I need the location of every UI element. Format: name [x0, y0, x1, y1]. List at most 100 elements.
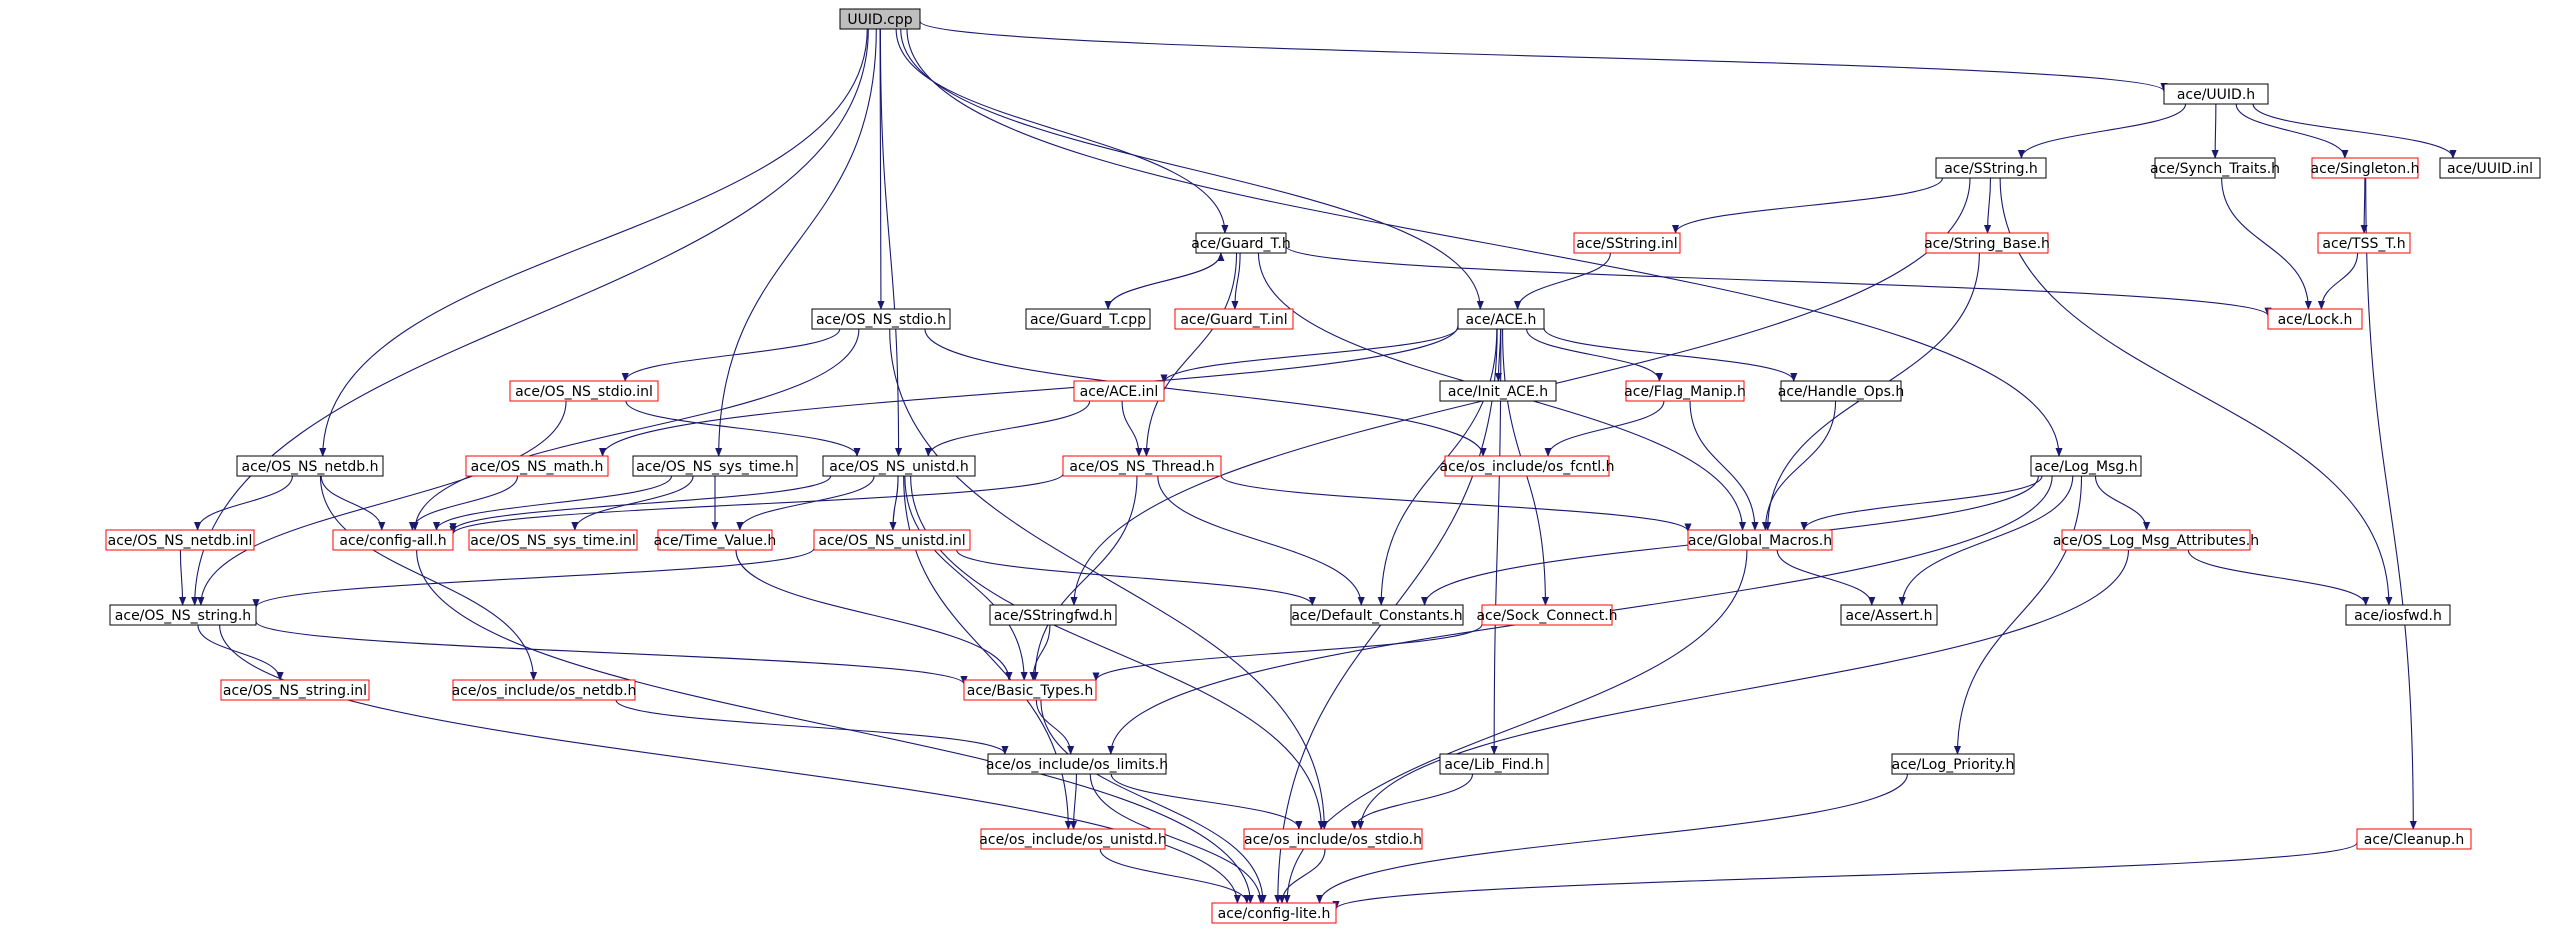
node-label: ace/Flag_Manip.h	[1624, 384, 1746, 400]
node-basic-types[interactable]: ace/Basic_Types.h	[963, 679, 1097, 701]
dependency-edge-os_netdb-to-os_limits	[615, 699, 1009, 755]
dependency-edge-os_ns_netdb_h-to-config_all	[320, 475, 386, 531]
node-handle-ops[interactable]: ace/Handle_Ops.h	[1778, 380, 1905, 402]
node-log-msg[interactable]: ace/Log_Msg.h	[2030, 455, 2142, 477]
node-os-fcntl[interactable]: ace/os_include/os_fcntl.h	[1440, 455, 1615, 477]
node-os-ns-netdb-inl[interactable]: ace/OS_NS_netdb.inl	[105, 529, 255, 551]
dependency-edge-os_ns_unistd_h-to-os_unistd	[903, 475, 1072, 830]
node-ace-inl[interactable]: ace/ACE.inl	[1073, 380, 1165, 402]
node-box	[963, 679, 1097, 701]
node-os-log-msg-attr[interactable]: ace/OS_Log_Msg_Attributes.h	[2053, 529, 2259, 551]
node-box	[1211, 902, 1337, 924]
node-box	[2154, 157, 2276, 179]
node-box	[2030, 455, 2142, 477]
node-box	[2061, 529, 2251, 551]
node-time-value[interactable]: ace/Time_Value.h	[654, 529, 777, 551]
node-assert-h[interactable]: ace/Assert.h	[1840, 604, 1938, 626]
node-cleanup[interactable]: ace/Cleanup.h	[2356, 828, 2472, 850]
dependency-edge-os_ns_unistd_h-to-os_stdio	[910, 475, 1325, 830]
node-label: ace/Guard_T.h	[1191, 236, 1291, 252]
node-singleton[interactable]: ace/Singleton.h	[2311, 157, 2420, 179]
node-box	[109, 604, 257, 626]
node-label: ace/Log_Priority.h	[1892, 757, 2015, 773]
node-label: ace/Time_Value.h	[654, 533, 777, 549]
dependency-edge-os_ns_unistd_h-to-time_value	[736, 475, 875, 531]
dependency-edge-log_msg-to-log_priority	[1953, 475, 2083, 755]
node-os-ns-unistd-h[interactable]: ace/OS_NS_unistd.h	[822, 455, 976, 477]
node-os-ns-unistd-inl[interactable]: ace/OS_NS_unistd.inl	[813, 529, 971, 551]
node-label: ace/config-all.h	[339, 533, 446, 549]
node-sstring-h[interactable]: ace/SString.h	[1935, 157, 2047, 179]
node-init-ace[interactable]: ace/Init_ACE.h	[1439, 380, 1557, 402]
node-uuid-cpp[interactable]: UUID.cpp	[839, 8, 921, 30]
node-box	[980, 828, 1166, 850]
node-label: ace/OS_NS_math.h	[471, 459, 604, 475]
node-ace-h[interactable]: ace/ACE.h	[1457, 308, 1545, 330]
dependency-edge-config_all-to-config_lite	[416, 549, 1254, 904]
dependency-edge-sstring_inl-to-ace_h	[1514, 252, 1611, 310]
node-global-macros[interactable]: ace/Global_Macros.h	[1687, 529, 1833, 551]
node-label: UUID.cpp	[847, 12, 912, 28]
dependency-edge-guard_t_h-to-os_ns_thread	[1142, 252, 1238, 457]
node-label: ace/config-lite.h	[1218, 906, 1331, 922]
node-box	[657, 529, 773, 551]
node-os-limits[interactable]: ace/os_include/os_limits.h	[986, 753, 1168, 775]
node-os-ns-sys-time-h[interactable]: ace/OS_NS_sys_time.h	[632, 455, 798, 477]
node-guard-t-cpp[interactable]: ace/Guard_T.cpp	[1025, 308, 1151, 330]
node-log-priority[interactable]: ace/Log_Priority.h	[1891, 753, 2015, 775]
node-lock-h[interactable]: ace/Lock.h	[2267, 308, 2363, 330]
node-box	[2439, 157, 2541, 179]
dependency-edge-uuid_cpp-to-os_ns_stdio_h	[877, 28, 885, 310]
node-os-unistd[interactable]: ace/os_include/os_unistd.h	[979, 828, 1167, 850]
node-iosfwd[interactable]: ace/iosfwd.h	[2345, 604, 2451, 626]
node-os-netdb[interactable]: ace/os_include/os_netdb.h	[452, 679, 637, 701]
node-box	[1439, 380, 1557, 402]
node-os-ns-math[interactable]: ace/OS_NS_math.h	[465, 455, 609, 477]
dependency-edge-sstring_h-to-string_base	[1983, 177, 1992, 234]
node-config-all[interactable]: ace/config-all.h	[332, 529, 454, 551]
node-tss-t[interactable]: ace/TSS_T.h	[2317, 232, 2411, 254]
node-label: ace/SStringfwd.h	[994, 608, 1113, 624]
node-label: ace/OS_NS_sys_time.inl	[470, 533, 635, 549]
node-os-ns-sys-time-inl[interactable]: ace/OS_NS_sys_time.inl	[468, 529, 638, 551]
node-label: ace/Default_Constants.h	[1291, 608, 1462, 624]
node-os-ns-stdio-inl[interactable]: ace/OS_NS_stdio.inl	[509, 380, 659, 402]
node-default-constants[interactable]: ace/Default_Constants.h	[1290, 604, 1464, 626]
dependency-edge-global_macros-to-assert_h	[1776, 549, 1876, 606]
node-os-stdio[interactable]: ace/os_include/os_stdio.h	[1243, 828, 1423, 850]
node-box	[236, 455, 384, 477]
dependency-edge-os_ns_stdio_h-to-config_all	[411, 328, 860, 531]
node-sstring-inl[interactable]: ace/SString.inl	[1573, 232, 1681, 254]
dependency-edge-ace_inl-to-os_ns_unistd_h	[924, 400, 1091, 457]
node-flag-manip[interactable]: ace/Flag_Manip.h	[1624, 380, 1746, 402]
node-box	[220, 679, 370, 701]
node-os-ns-string-h[interactable]: ace/OS_NS_string.h	[109, 604, 257, 626]
node-os-ns-string-inl[interactable]: ace/OS_NS_string.inl	[220, 679, 370, 701]
node-string-base[interactable]: ace/String_Base.h	[1924, 232, 2050, 254]
node-os-ns-thread[interactable]: ace/OS_NS_Thread.h	[1062, 455, 1222, 477]
dependency-edge-flag_manip-to-global_macros	[1689, 400, 1759, 531]
node-box	[811, 308, 951, 330]
node-os-ns-stdio-h[interactable]: ace/OS_NS_stdio.h	[811, 308, 951, 330]
node-label: ace/OS_NS_netdb.h	[242, 459, 379, 475]
node-sock-connect[interactable]: ace/Sock_Connect.h	[1476, 604, 1618, 626]
node-config-lite[interactable]: ace/config-lite.h	[1211, 902, 1337, 924]
node-box	[839, 8, 921, 30]
node-guard-t-h[interactable]: ace/Guard_T.h	[1191, 232, 1291, 254]
node-box	[1573, 232, 1681, 254]
node-os-ns-netdb-h[interactable]: ace/OS_NS_netdb.h	[236, 455, 384, 477]
node-lib-find[interactable]: ace/Lib_Find.h	[1439, 753, 1549, 775]
node-sstringfwd[interactable]: ace/SStringfwd.h	[989, 604, 1117, 626]
node-label: ace/UUID.h	[2177, 87, 2255, 103]
dependency-edge-os_ns_thread-to-default_constants	[1157, 475, 1365, 606]
node-layer: UUID.cpp ace/UUID.h ace/SString.h ace/Synch…	[105, 8, 2541, 924]
dependency-edge-os_ns_stdio_h-to-os_ns_stdio_inl	[621, 328, 841, 382]
node-label: ace/Log_Msg.h	[2034, 459, 2137, 475]
node-synch-traits[interactable]: ace/Synch_Traits.h	[2150, 157, 2280, 179]
node-ace-uuid-h[interactable]: ace/UUID.h	[2163, 83, 2269, 105]
dependency-edge-uuid_cpp-to-os_ns_netdb_h	[319, 28, 868, 457]
node-guard-t-inl[interactable]: ace/Guard_T.inl	[1174, 308, 1294, 330]
node-label: ace/OS_NS_Thread.h	[1069, 459, 1214, 475]
node-uuid-inl[interactable]: ace/UUID.inl	[2439, 157, 2541, 179]
node-box	[1439, 753, 1549, 775]
